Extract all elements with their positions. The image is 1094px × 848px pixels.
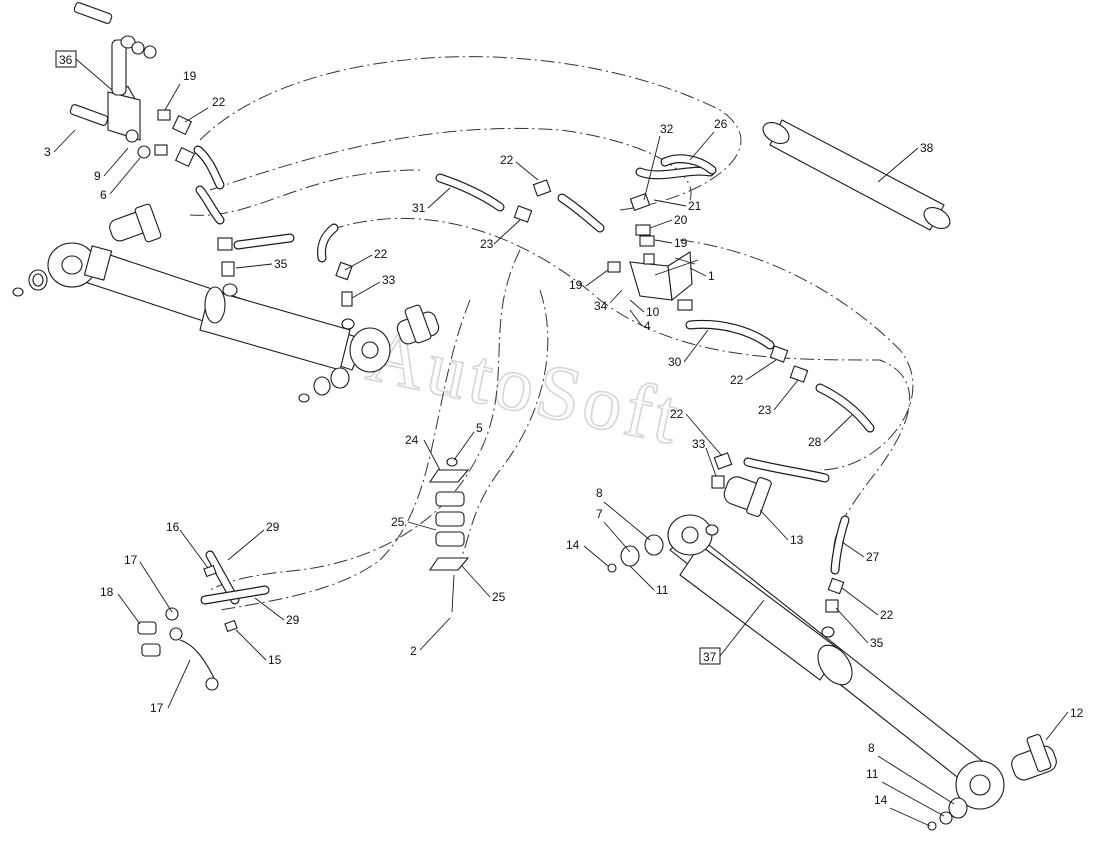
callout-5a: 5 xyxy=(476,421,483,435)
callout-25b: 25 xyxy=(492,590,506,604)
callout-24: 24 xyxy=(405,433,419,447)
callout-12: 12 xyxy=(1070,706,1084,720)
callout-37: 37 xyxy=(703,650,717,664)
callout-32: 32 xyxy=(660,122,674,136)
distributor-valve-block xyxy=(629,251,699,302)
fittings xyxy=(118,85,845,613)
callout-13: 13 xyxy=(790,533,804,547)
callout-36: 36 xyxy=(59,53,73,67)
callout-33b: 33 xyxy=(692,437,706,451)
callout-11a: 11 xyxy=(656,583,669,597)
callout-33a: 33 xyxy=(382,273,396,287)
callout-22d: 22 xyxy=(730,373,744,387)
callout-29a: 29 xyxy=(266,520,280,534)
callout-15: 15 xyxy=(268,653,282,667)
cylinder-mounting-pin-left xyxy=(109,203,162,243)
callout-23a: 23 xyxy=(480,237,494,251)
callout-25a: 25 xyxy=(391,515,405,529)
tie-rod-36 xyxy=(69,2,157,159)
hose-clamp-assembly xyxy=(428,457,470,613)
callout-6: 6 xyxy=(100,188,107,202)
callout-2: 2 xyxy=(410,644,417,658)
left-hydraulic-cylinder xyxy=(12,242,391,403)
callout-35a: 35 xyxy=(274,257,288,271)
callout-29b: 29 xyxy=(286,613,300,627)
callout-10: 10 xyxy=(646,305,660,319)
callout-35b: 35 xyxy=(870,636,884,650)
hydraulic-hoses xyxy=(193,145,875,605)
callout-17b: 17 xyxy=(150,701,164,715)
callout-3: 3 xyxy=(44,145,51,159)
callout-18: 18 xyxy=(100,585,114,599)
callout-30: 30 xyxy=(668,355,682,369)
callout-9: 9 xyxy=(94,169,101,183)
callout-31: 31 xyxy=(412,201,426,215)
callout-38: 38 xyxy=(920,141,934,155)
callout-4: 4 xyxy=(644,319,651,333)
callout-26: 26 xyxy=(714,117,728,131)
callout-28: 28 xyxy=(808,435,822,449)
callout-8b: 8 xyxy=(868,741,875,755)
protective-sleeve-38 xyxy=(762,119,951,231)
callout-1: 1 xyxy=(708,269,715,283)
callout-23b: 23 xyxy=(758,403,772,417)
callout-19c: 19 xyxy=(569,278,583,292)
right-hydraulic-cylinder xyxy=(607,514,1005,831)
callout-19a: 19 xyxy=(183,69,197,83)
callout-14b: 14 xyxy=(874,793,888,807)
quick-coupler-group xyxy=(137,564,238,691)
callout-34: 34 xyxy=(594,299,608,313)
callout-8a: 8 xyxy=(596,486,603,500)
callout-22e: 22 xyxy=(670,407,684,421)
callout-7: 7 xyxy=(596,507,603,521)
part-callouts: 36 3 9 6 19 22 31 22 23 35 22 33 32 26 2… xyxy=(44,50,1084,827)
callout-19b: 19 xyxy=(674,236,688,250)
callout-22f: 22 xyxy=(880,608,894,622)
callout-22a: 22 xyxy=(212,95,226,109)
callout-22c: 22 xyxy=(374,247,388,261)
callout-16: 16 xyxy=(166,520,180,534)
callout-14a: 14 xyxy=(566,538,580,552)
callout-11b: 11 xyxy=(866,767,879,781)
cylinder-pin-bracket-13 xyxy=(723,476,772,517)
cylinder-mounting-pin-right xyxy=(396,304,440,345)
callout-21: 21 xyxy=(688,199,702,213)
cylinder-pin-12 xyxy=(1011,733,1057,781)
callout-27: 27 xyxy=(866,550,880,564)
callout-22b: 22 xyxy=(500,153,514,167)
callout-17a: 17 xyxy=(124,553,138,567)
callout-20: 20 xyxy=(674,213,688,227)
